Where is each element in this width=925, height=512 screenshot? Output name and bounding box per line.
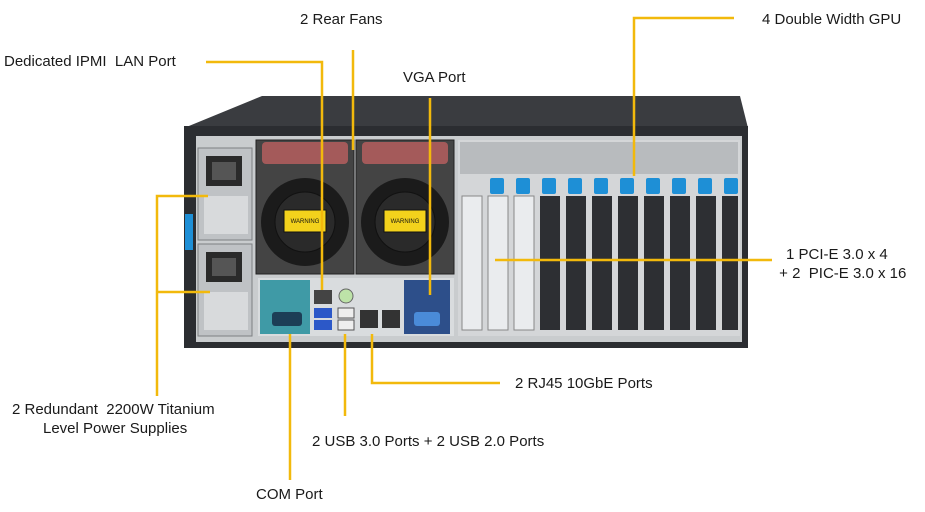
rj45-connector-1 xyxy=(360,310,378,328)
com-port-connector xyxy=(272,312,302,326)
power-supply-1 xyxy=(197,147,253,241)
chassis-top xyxy=(184,96,748,128)
usb2-connector-1 xyxy=(337,307,355,319)
leader-psu xyxy=(155,194,210,396)
fan-warning-label-1: WARNING xyxy=(291,219,320,225)
leader-ipmi xyxy=(206,60,324,290)
usb3-connector-2 xyxy=(314,320,332,330)
usb-ports-label: 2 USB 3.0 Ports + 2 USB 2.0 Ports xyxy=(312,433,545,450)
pcie-slots-label-line2: + 2 PIC-E 3.0 x 16 xyxy=(775,265,907,282)
leader-rj45 xyxy=(370,334,500,385)
vga-connector xyxy=(414,312,440,326)
vga-port-label: VGA Port xyxy=(403,69,466,86)
rear-fan-2: WARNING xyxy=(355,139,455,275)
rear-fans-label: 2 Rear Fans xyxy=(300,11,383,28)
usb3-connector-1 xyxy=(314,308,332,318)
pcie-slot-latches xyxy=(490,178,738,194)
rj45-ports-label: 2 RJ45 10GbE Ports xyxy=(515,375,653,392)
power-supplies-label-line2: Level Power Supplies xyxy=(43,420,188,437)
usb2-connector-2 xyxy=(337,319,355,331)
fan-warning-label-2: WARNING xyxy=(391,219,420,225)
leader-gpu xyxy=(632,16,734,176)
rear-fan-1: WARNING xyxy=(255,139,355,275)
power-supply-2 xyxy=(197,243,253,337)
power-supplies-label-line1: 2 Redundant 2200W Titanium xyxy=(12,401,215,418)
psu-release-tab xyxy=(185,214,193,250)
pcie-slots-label-line1: 1 PCI-E 3.0 x 4 xyxy=(786,246,888,263)
double-width-gpu-label: 4 Double Width GPU xyxy=(762,11,902,28)
rj45-connector-2 xyxy=(382,310,400,328)
com-port-label: COM Port xyxy=(256,486,323,503)
io-panel xyxy=(258,278,454,336)
gpu-brackets xyxy=(461,195,738,331)
ipmi-lan-port-label: Dedicated IPMI LAN Port xyxy=(4,53,176,70)
ipmi-lan-connector xyxy=(314,290,332,304)
